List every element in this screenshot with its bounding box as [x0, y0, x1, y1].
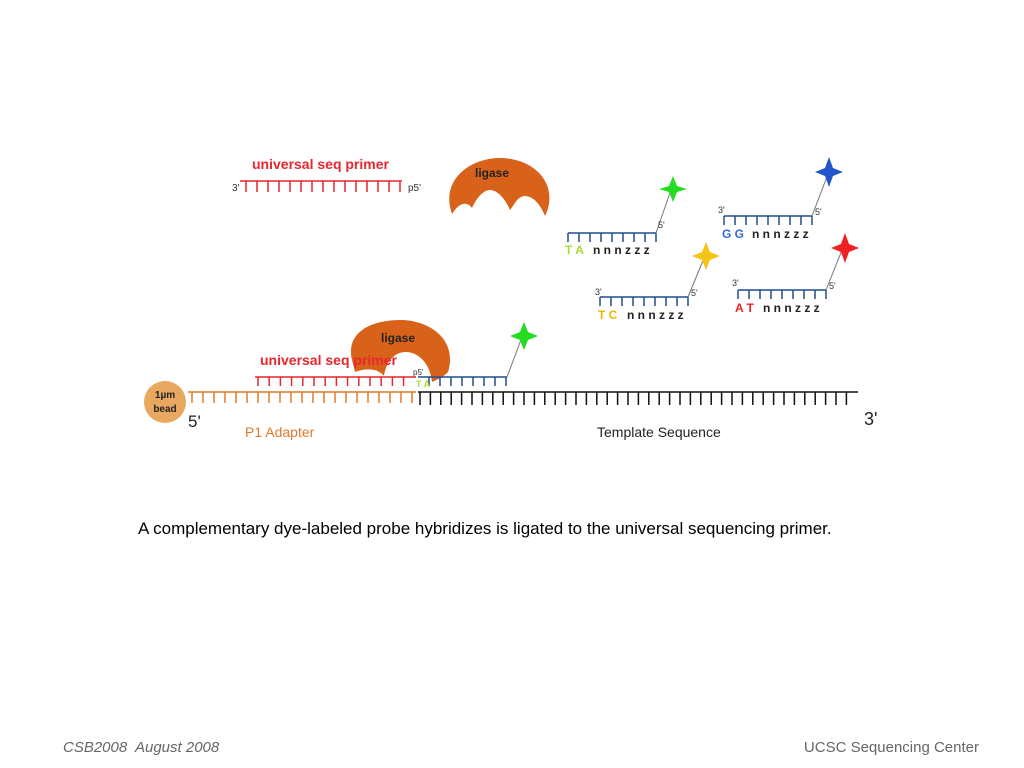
footer-left: CSB2008 August 2008: [63, 739, 220, 756]
bottom-primer-p5prime: p5': [413, 368, 424, 377]
probe-tc-5prime: 5': [691, 288, 698, 298]
probe-tc-3prime: 3': [595, 287, 602, 297]
probe-at-dye-star-icon: [831, 233, 859, 263]
probe-tc-bases: T C: [598, 308, 618, 322]
probe-ta-bases: T A: [565, 243, 584, 257]
probe-ta-dye-star-icon: [659, 176, 687, 202]
top-primer-p5prime: p5': [408, 183, 421, 194]
ligase-top: ligase: [449, 158, 550, 216]
probe-at: 3' A T n n n z z z 5': [732, 233, 859, 315]
top-primer-3prime: 3': [232, 183, 240, 194]
top-primer-label: universal seq primer: [252, 156, 390, 172]
probe-gg-tail: n n n z z z: [752, 227, 809, 241]
bottom-universal-primer: universal seq primer p5': [255, 352, 424, 386]
caption: A complementary dye-labeled probe hybrid…: [138, 519, 832, 538]
bead: 1µm bead: [144, 381, 186, 423]
ligase-bottom: ligase: [350, 320, 451, 382]
ligase-top-label: ligase: [475, 166, 509, 180]
footer-right: UCSC Sequencing Center: [803, 739, 979, 756]
probe-at-tail: n n n z z z: [763, 301, 820, 315]
adapter-5prime: 5': [188, 412, 201, 431]
bead-label: bead: [153, 404, 176, 415]
bound-probe-dye-star-icon: [510, 322, 538, 350]
bound-probe: T A: [416, 322, 538, 389]
bottom-primer-label: universal seq primer: [260, 352, 398, 368]
ligase-bottom-label: ligase: [381, 331, 415, 345]
probe-gg-5prime: 5': [815, 207, 822, 217]
probe-gg-3prime: 3': [718, 205, 725, 215]
adapter-label: P1 Adapter: [245, 424, 315, 440]
probe-tc-dye-star-icon: [692, 242, 720, 270]
probe-tc: 3' T C n n n z z z 5': [595, 242, 720, 322]
bead-size-label: 1µm: [155, 390, 175, 401]
probe-at-5prime: 5': [829, 281, 836, 291]
probe-ta-5prime: 5': [658, 220, 665, 230]
probe-gg-bases: G G: [722, 227, 744, 241]
probe-gg-dye-star-icon: [815, 157, 843, 187]
p1-adapter: 5' P1 Adapter: [188, 391, 416, 440]
probe-ta-tail: n n n z z z: [593, 243, 650, 257]
probe-at-bases: A T: [735, 301, 755, 315]
probe-ta: T A n n n z z z 5': [565, 176, 687, 257]
probe-tc-tail: n n n z z z: [627, 308, 684, 322]
template-sequence: Template Sequence 3': [418, 391, 877, 440]
probe-gg: 3' G G n n n z z z 5': [718, 157, 843, 241]
bound-probe-bases: T A: [416, 379, 431, 389]
probe-at-3prime: 3': [732, 278, 739, 288]
template-label: Template Sequence: [597, 424, 721, 440]
top-universal-primer: universal seq primer 3' p5': [232, 156, 421, 194]
template-3prime: 3': [864, 409, 877, 429]
